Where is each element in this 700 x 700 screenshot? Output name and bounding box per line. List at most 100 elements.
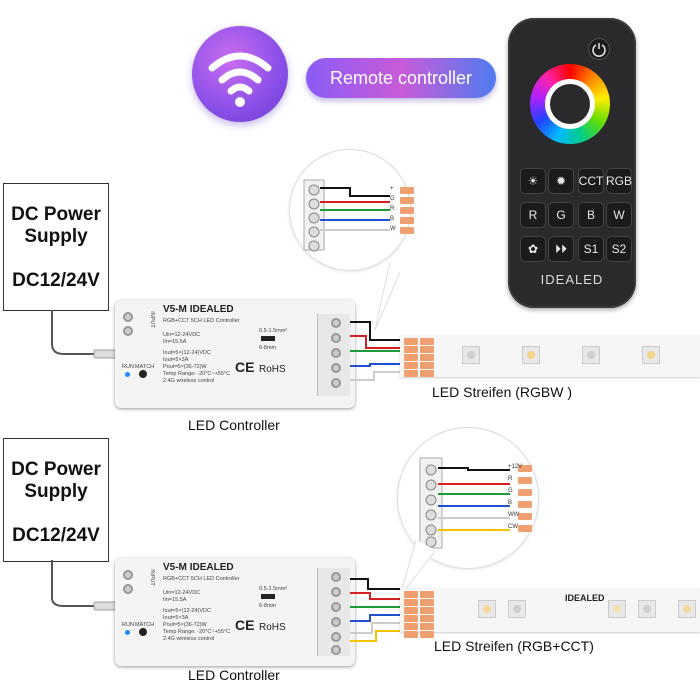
top-led-controller: INPUT V5-M IDEALED RGB+CCT 5CH LED Contr…: [115, 300, 355, 408]
bottom-spec1: Uin=12-24VDC: [163, 590, 201, 596]
cct-button[interactable]: CCT: [578, 168, 604, 194]
top-spec3: Iout=5×(12-24)VDC: [163, 350, 211, 356]
bottom-psu-title: DC Power Supply: [11, 459, 101, 502]
connector-pad: [400, 217, 414, 224]
brightness-down-button[interactable]: ☀: [520, 168, 546, 194]
bottom-wire-size: 0.5-1.5mm²: [259, 586, 288, 592]
led-chip: [522, 346, 540, 364]
top-spec1: Uin=12-24VDC: [163, 332, 201, 338]
bottom-spec2: Iin=15.5A: [163, 597, 187, 603]
led-chip: [462, 346, 480, 364]
w-button[interactable]: W: [606, 202, 632, 228]
speed-button[interactable]: ⏵⏵: [548, 236, 574, 262]
bottom-led-controller: INPUT V5-M IDEALED RGB+CCT 5CH LED Contr…: [115, 558, 355, 666]
led-chip: [608, 600, 626, 618]
top-match-button[interactable]: [139, 370, 147, 378]
top-spec4: Iout=5×3A: [163, 357, 189, 363]
bottom-match-button[interactable]: [139, 628, 147, 636]
pin-label: G: [390, 196, 395, 202]
wheel-center[interactable]: [550, 84, 590, 124]
connector-pad: [400, 187, 414, 194]
connector-pad: [518, 513, 532, 520]
led-emitter: [683, 605, 691, 613]
input-label: INPUT: [148, 311, 155, 328]
strip-solder-pad: [404, 362, 418, 369]
wifi-badge: [192, 26, 288, 122]
led-chip: [642, 346, 660, 364]
connector-pad: [518, 489, 532, 496]
remote-brand-text: IDEALED: [540, 272, 604, 287]
bottom-power-supply: DC Power Supply DC12/24V: [3, 438, 109, 562]
g-button[interactable]: G: [548, 202, 574, 228]
top-wire-size: 0.5-1.5mm²: [259, 328, 288, 334]
strip-solder-pad: [404, 591, 418, 598]
strip-solder-pad: [420, 346, 434, 353]
pin-label: WW: [508, 512, 520, 518]
led-emitter: [483, 605, 491, 613]
r-button[interactable]: R: [520, 202, 546, 228]
bottom-strip-caption: LED Streifen (RGB+CCT): [434, 638, 594, 654]
strip-solder-pad: [404, 607, 418, 614]
top-strip-len: 6-8mm: [259, 345, 277, 351]
top-psu-title: DC Power Supply: [11, 204, 101, 247]
top-controller-brand: IDEALED: [189, 304, 234, 315]
bottom-rohs-mark: RoHS: [259, 622, 286, 633]
bottom-strip-len: 6-8mm: [259, 603, 277, 609]
led-chip: [582, 346, 600, 364]
bottom-controller-subtitle: RGB+CCT 5CH LED Controller: [163, 576, 240, 582]
bottom-match-label: MATCH: [135, 622, 155, 628]
led-emitter: [587, 351, 595, 359]
led-emitter: [467, 351, 475, 359]
pin-label: B: [390, 216, 395, 222]
led-chip: [478, 600, 496, 618]
top-power-supply: DC Power Supply DC12/24V: [3, 183, 109, 311]
b-button[interactable]: B: [578, 202, 604, 228]
pin-label: R: [508, 476, 513, 482]
mode-button[interactable]: ✿: [520, 236, 546, 262]
bottom-spec4: Iout=5×3A: [163, 615, 189, 621]
strip-solder-pad: [420, 631, 434, 638]
connector-pad: [518, 477, 532, 484]
connector-pad: [400, 197, 414, 204]
top-run-led: [125, 372, 130, 377]
top-ce-mark: CE: [235, 359, 255, 375]
bottom-spec3: Iout=5×(12-24)VDC: [163, 608, 211, 614]
connector-pad: [400, 227, 414, 234]
top-spec6: Temp Range: -20°C~+55°C: [163, 371, 231, 377]
rgb-button[interactable]: RGB: [606, 168, 632, 194]
pin-label: R: [390, 206, 395, 212]
strip-solder-pad: [404, 615, 418, 622]
power-button[interactable]: [588, 38, 610, 60]
led-emitter: [643, 605, 651, 613]
pin-label: W: [390, 226, 396, 232]
pin-label: +12V: [508, 464, 523, 470]
strip-solder-pad: [420, 607, 434, 614]
connector-pad: [518, 525, 532, 532]
strip-solder-pad: [420, 599, 434, 606]
scene1-button[interactable]: S1: [578, 236, 604, 262]
pin-label: B: [508, 500, 513, 506]
connector-pad: [518, 465, 532, 472]
bottom-run-led: [125, 630, 130, 635]
strip-solder-pad: [420, 362, 434, 369]
color-wheel[interactable]: [530, 64, 610, 144]
pin-label: G: [508, 488, 513, 494]
bottom-controller-caption: LED Controller: [188, 667, 280, 683]
strip-solder-pad: [404, 346, 418, 353]
remote-brand: IDEALED: [520, 272, 624, 287]
strip-solder-pad: [404, 370, 418, 377]
strip-solder-pad: [420, 615, 434, 622]
scene2-button[interactable]: S2: [606, 236, 632, 262]
strip-solder-pad: [404, 354, 418, 361]
strip-solder-pad: [420, 338, 434, 345]
pin-label: +: [390, 186, 394, 192]
brightness-up-button[interactable]: ✹: [548, 168, 574, 194]
bottom-psu-voltage: DC12/24V: [12, 525, 100, 546]
strip-solder-pad: [420, 370, 434, 377]
strip-solder-pad: [420, 591, 434, 598]
bottom-run-label: RUN: [122, 622, 134, 628]
bottom-input-label: INPUT: [148, 569, 155, 586]
top-controller-model: V5-M: [163, 304, 187, 315]
bottom-strip-brand: IDEALED: [565, 593, 605, 603]
